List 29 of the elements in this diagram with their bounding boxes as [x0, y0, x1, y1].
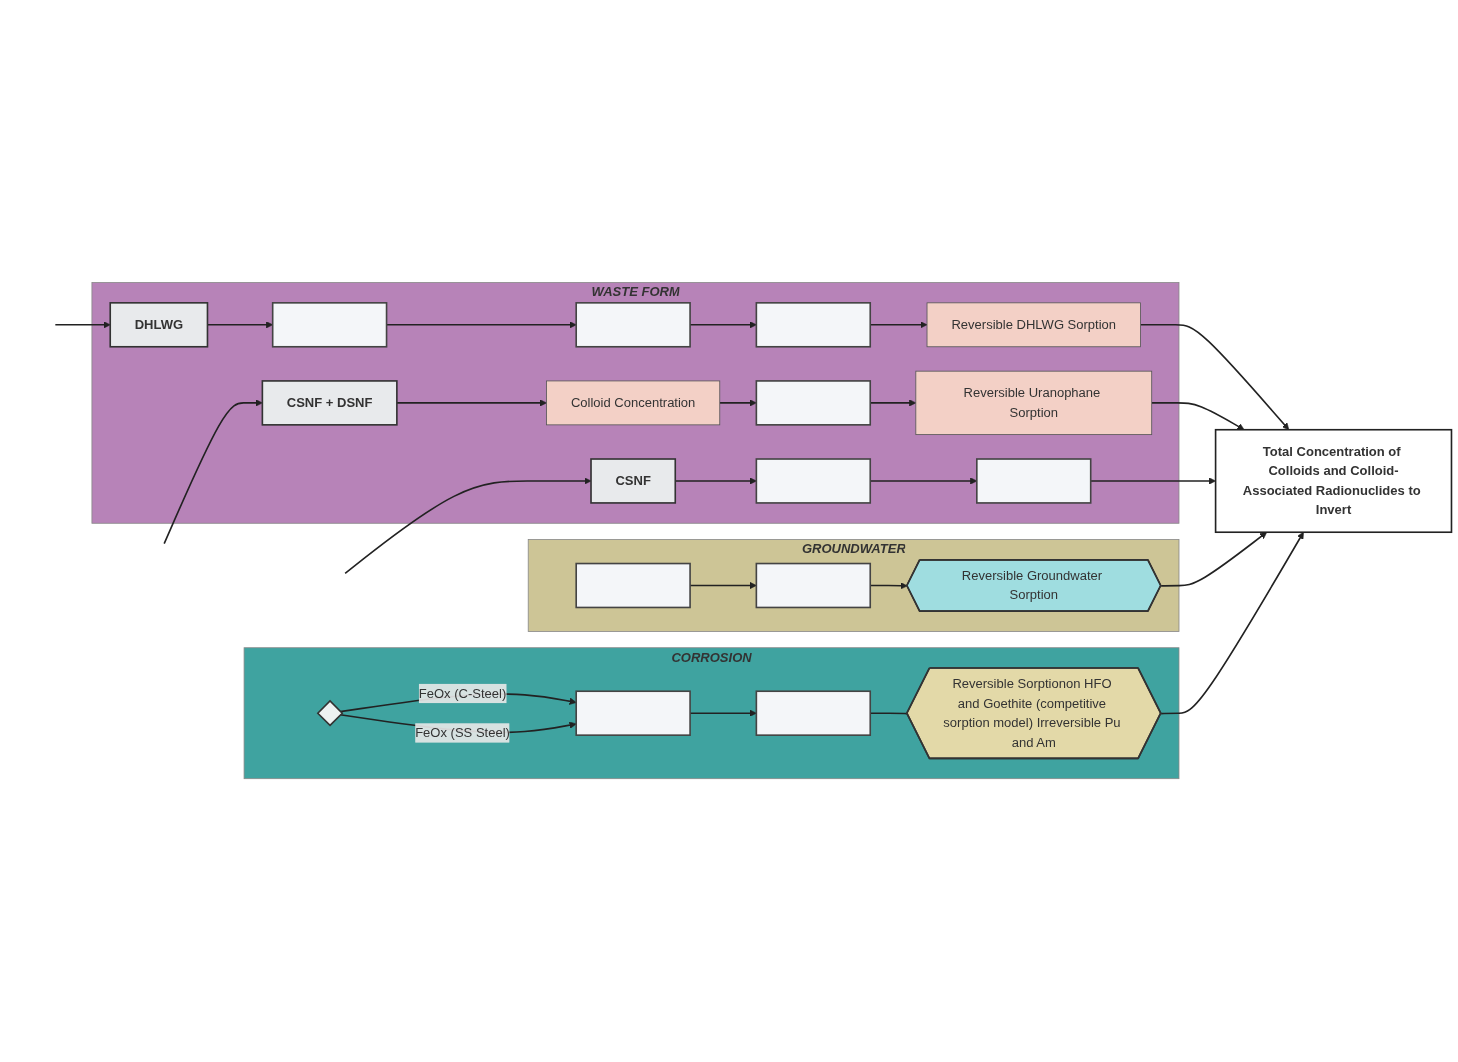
node-box — [755, 563, 872, 609]
arrow — [344, 477, 592, 575]
arrow — [1160, 532, 1304, 715]
node-box — [755, 690, 872, 737]
arrow — [1150, 402, 1245, 431]
node-box — [575, 302, 691, 348]
node-box — [755, 458, 872, 505]
arrow — [163, 399, 263, 545]
node-box: Total Concentration of Colloids and Colloid-Associated Radionuclides to Invert — [1214, 429, 1453, 534]
node-box — [575, 690, 691, 737]
arrow — [54, 321, 111, 329]
node-box: Reversible DHLWG Sorption — [926, 302, 1141, 348]
node-box: CSNF + DSNF — [261, 380, 398, 427]
node-box — [271, 302, 388, 348]
arrow — [1139, 324, 1290, 431]
node-box: Colloid Concentration — [546, 380, 721, 426]
node-box — [976, 458, 1092, 505]
arrow — [396, 399, 547, 407]
arrow — [1160, 532, 1268, 588]
arrow — [718, 399, 757, 407]
node-box — [575, 563, 691, 609]
node-box: CSNF — [590, 458, 677, 505]
node-box: Reversible Uranophane Sorption — [915, 371, 1153, 436]
node-diamond — [316, 700, 344, 727]
node-box — [755, 302, 872, 348]
edge-label: FeOx (C-Steel) — [418, 686, 507, 701]
edge-label: FeOx (SS Steel) — [415, 726, 510, 740]
node-box — [755, 380, 872, 427]
node-box: DHLWG — [109, 302, 209, 348]
